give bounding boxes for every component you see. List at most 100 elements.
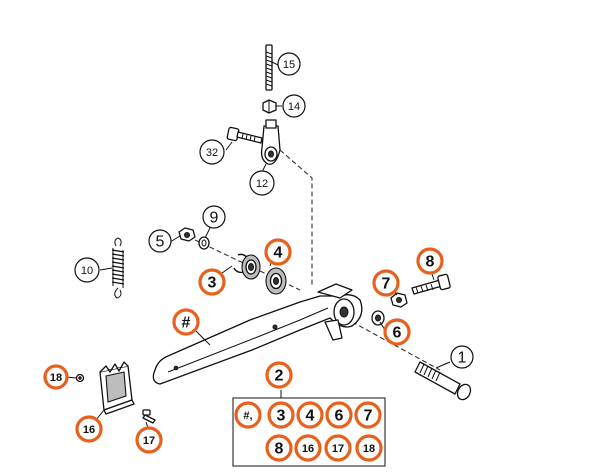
screw-17 xyxy=(142,409,156,424)
callout-c12: 12 xyxy=(249,170,275,196)
kit-callout-r2-3: 18 xyxy=(355,434,383,462)
nut-7 xyxy=(390,292,408,308)
kit-callout-r1-3-ring xyxy=(325,401,353,429)
callout-c18-ring xyxy=(43,364,69,390)
callout-c8-ring xyxy=(416,247,444,275)
bolt-32 xyxy=(226,126,263,144)
callout-chash: # xyxy=(172,308,200,336)
callout-c32: 32 xyxy=(199,139,225,165)
bearing-right xyxy=(265,267,287,295)
callout-c14-label: 14 xyxy=(288,101,300,113)
callout-c16-label: 16 xyxy=(83,424,95,436)
kit-callout-r1-3-label: 6 xyxy=(335,408,344,425)
bolt-8 xyxy=(411,273,451,295)
callout-c12-label: 12 xyxy=(256,178,268,190)
callout-chash-ring xyxy=(172,308,200,336)
screw-18 xyxy=(75,373,85,383)
callout-c8-label: 8 xyxy=(426,254,435,271)
callout-c17: 17 xyxy=(135,426,163,454)
kit-box xyxy=(232,390,386,467)
kit-callout-r2-1-ring xyxy=(294,434,322,462)
kit-callout-r2-0: 8 xyxy=(265,434,293,462)
callout-c5: 5 xyxy=(148,229,172,253)
callout-c9-label: 9 xyxy=(210,210,219,227)
kit-callout-r2-2-ring xyxy=(324,434,352,462)
callout-c7-ring xyxy=(372,269,400,297)
kit-callout-r1-2-ring xyxy=(296,401,324,429)
brake-lever xyxy=(152,283,363,385)
kit-callout-r1-3: 6 xyxy=(325,401,353,429)
callout-c32-label: 32 xyxy=(206,147,218,159)
adjuster-rod xyxy=(265,44,273,91)
callout-c4-label: 4 xyxy=(274,245,283,262)
kit-callout-r2-2-label: 17 xyxy=(332,443,344,455)
lock-nut xyxy=(262,99,277,114)
nut-5 xyxy=(178,227,196,242)
callout-c3-label: 3 xyxy=(208,275,217,292)
callout-c3: 3 xyxy=(198,268,226,296)
callout-c5-ring xyxy=(148,229,172,253)
callout-c10-label: 10 xyxy=(81,265,93,277)
kit-callout-r1-4-label: 7 xyxy=(364,408,373,425)
pivot-axle xyxy=(414,361,472,401)
callout-c1-ring xyxy=(450,345,474,369)
callout-c16: 16 xyxy=(75,415,103,443)
kit-callout-r1-1-ring xyxy=(267,401,295,429)
brake-pedal-step xyxy=(99,361,135,415)
callout-c18-label: 18 xyxy=(50,372,62,384)
callout-c18: 18 xyxy=(43,364,69,390)
kit-callout-r2-0-ring xyxy=(265,434,293,462)
callout-c7: 7 xyxy=(372,269,400,297)
assembly-line-axle xyxy=(344,317,441,371)
washer-6 xyxy=(371,310,385,326)
kit-callout-r1-0-ring xyxy=(234,401,262,429)
callout-c5-label: 5 xyxy=(156,234,165,251)
callout-c2-ring xyxy=(265,361,293,389)
callout-c2-label: 2 xyxy=(275,368,284,385)
callout-c15: 15 xyxy=(277,52,301,76)
callout-layer: 15 14 32 12 9 5 4 3 10 8 7 6 #1 18 2 16 17 #, 3 4 6 7 8 16 17 18 xyxy=(43,52,474,462)
callout-c14-ring xyxy=(282,94,306,118)
callout-c9: 9 xyxy=(202,205,226,229)
kit-callout-r2-3-ring xyxy=(355,434,383,462)
callout-c16-ring xyxy=(75,415,103,443)
kit-callout-r1-2: 4 xyxy=(296,401,324,429)
bearing-left xyxy=(241,254,261,280)
callout-c10-ring xyxy=(74,257,100,283)
callout-c15-ring xyxy=(277,52,301,76)
callout-c1: 1 xyxy=(450,345,474,369)
callout-c2: 2 xyxy=(265,361,293,389)
callout-c9-ring xyxy=(202,205,226,229)
kit-callout-r1-1-label: 3 xyxy=(277,408,286,425)
kit-callout-r1-0: #, xyxy=(234,401,262,429)
clevis-12 xyxy=(260,119,281,165)
kit-callout-r1-2-label: 4 xyxy=(306,408,315,425)
callout-c15-label: 15 xyxy=(283,59,295,71)
callout-c6: 6 xyxy=(383,318,411,346)
callout-c1-label: 1 xyxy=(458,350,467,367)
callout-c6-ring xyxy=(383,318,411,346)
assembly-line-rod xyxy=(279,149,313,285)
callout-c4: 4 xyxy=(264,238,292,266)
kit-callout-r2-1-label: 16 xyxy=(302,443,314,455)
washer-9 xyxy=(198,236,210,250)
kit-callout-r1-1: 3 xyxy=(267,401,295,429)
callout-c17-label: 17 xyxy=(143,435,155,447)
callout-c7-label: 7 xyxy=(382,276,391,293)
kit-callout-r2-2: 17 xyxy=(324,434,352,462)
callout-c4-ring xyxy=(264,238,292,266)
callout-c32-ring xyxy=(199,139,225,165)
callout-c3-ring xyxy=(198,268,226,296)
kit-callout-r1-4: 7 xyxy=(354,401,382,429)
callout-c8: 8 xyxy=(416,247,444,275)
callout-c6-label: 6 xyxy=(393,325,402,342)
kit-callout-r1-4-ring xyxy=(354,401,382,429)
callout-c17-ring xyxy=(135,426,163,454)
kit-callout-r2-0-label: 8 xyxy=(275,441,284,458)
callout-chash-label: # xyxy=(182,315,191,332)
kit-callout-r2-3-label: 18 xyxy=(363,443,375,455)
return-spring xyxy=(111,237,125,299)
callout-c12-ring xyxy=(249,170,275,196)
kit-callout-r2-1: 16 xyxy=(294,434,322,462)
